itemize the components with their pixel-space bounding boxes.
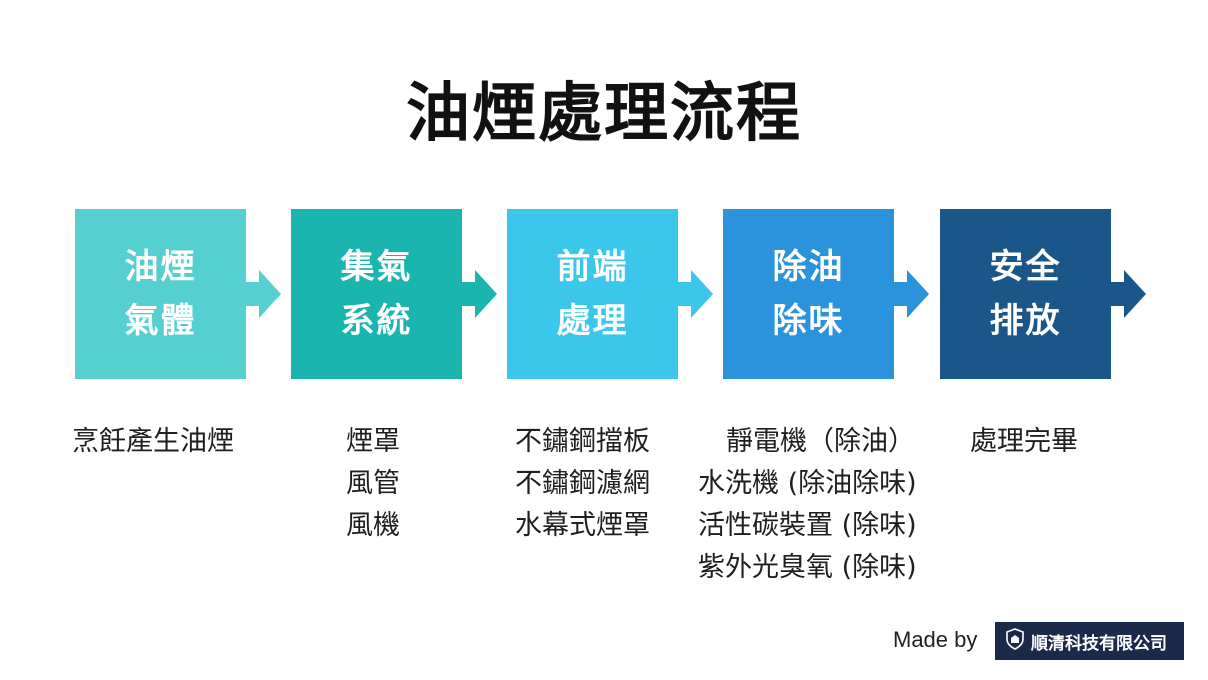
company-logo: 順清科技有限公司 [995, 622, 1184, 660]
step-label-line1: 集氣 [340, 247, 413, 287]
step-safe-discharge: 安全 排放 [940, 209, 1111, 379]
step-description-list: 不鏽鋼擋板 不鏽鋼濾網 水幕式煙罩 [515, 421, 650, 547]
company-name: 順清科技有限公司 [1031, 633, 1167, 654]
step-description-list: 處理完畢 [970, 421, 1078, 463]
shield-logo-icon [1005, 627, 1025, 655]
step-label-line1: 除油 [772, 247, 845, 287]
step-oil-smoke-gas: 油煙 氣體 [75, 209, 246, 379]
step-description-list: 煙罩 風管 風機 [346, 421, 400, 547]
description-item: 水幕式煙罩 [515, 510, 650, 541]
step-description-list: 烹飪產生油煙 [72, 421, 234, 463]
description-item: 煙罩 [346, 426, 400, 457]
step-label-line2: 除味 [772, 301, 845, 341]
step-collection-system: 集氣 系統 [291, 209, 462, 379]
description-item: 活性碳裝置 (除味) [698, 510, 917, 541]
made-by-label: Made by [893, 627, 978, 652]
description-item: 風機 [346, 510, 400, 541]
step-label-line2: 處理 [556, 301, 629, 341]
description-item: 靜電機（除油） [726, 426, 915, 457]
description-item: 不鏽鋼濾網 [515, 468, 650, 499]
step-label-line1: 油煙 [124, 247, 197, 287]
description-item: 風管 [346, 468, 400, 499]
step-label-line1: 安全 [989, 247, 1062, 287]
step-label-line2: 排放 [989, 301, 1062, 341]
page-title: 油煙處理流程 [406, 77, 802, 151]
description-item: 紫外光臭氧 (除味) [698, 552, 917, 583]
step-label-line2: 氣體 [124, 301, 197, 341]
step-description-list: 靜電機（除油） 水洗機 (除油除味) 活性碳裝置 (除味) 紫外光臭氧 (除味) [698, 421, 917, 589]
step-degrease-deodorize: 除油 除味 [723, 209, 894, 379]
description-item: 烹飪產生油煙 [72, 426, 234, 457]
description-item: 處理完畢 [970, 426, 1078, 457]
description-item: 不鏽鋼擋板 [515, 426, 650, 457]
description-item: 水洗機 (除油除味) [698, 468, 917, 499]
step-label-line1: 前端 [556, 247, 629, 287]
step-label-line2: 系統 [340, 301, 413, 341]
step-front-treatment: 前端 處理 [507, 209, 678, 379]
